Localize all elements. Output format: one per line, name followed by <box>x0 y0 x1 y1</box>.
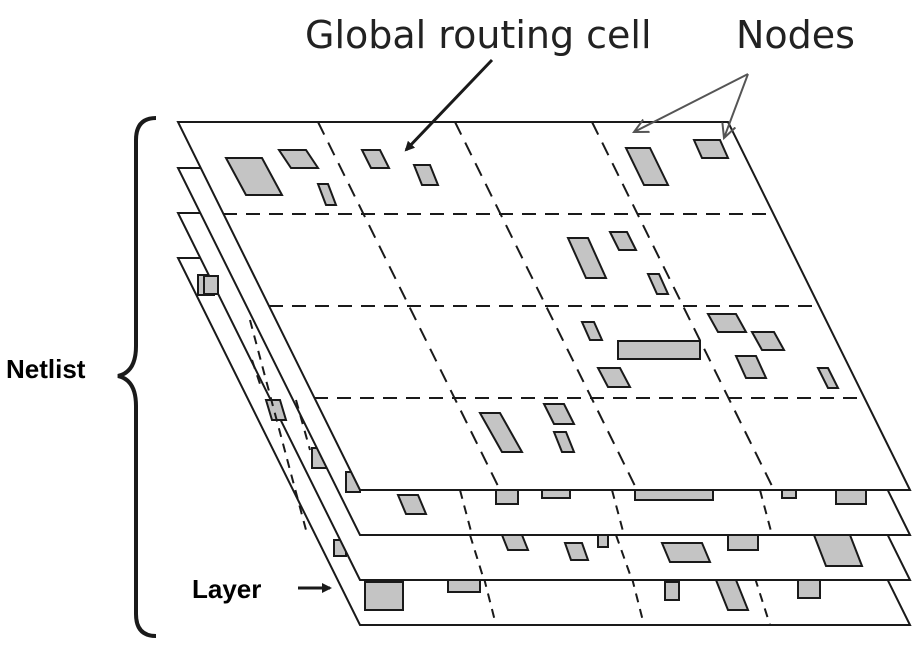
node <box>660 542 712 563</box>
layer-label: Layer <box>192 574 261 604</box>
node <box>608 231 638 251</box>
node <box>563 542 590 561</box>
node <box>664 581 680 601</box>
node <box>552 431 576 453</box>
node <box>692 139 730 159</box>
node <box>624 147 670 186</box>
node <box>316 183 338 206</box>
node <box>734 355 768 379</box>
node <box>580 321 604 341</box>
node <box>835 489 867 505</box>
global-routing-cell-label: Global routing cell <box>305 13 652 57</box>
node <box>542 403 576 425</box>
node <box>541 489 571 499</box>
node <box>706 313 748 333</box>
nodes-arrow <box>724 73 749 138</box>
node <box>750 331 786 351</box>
layer-1 <box>176 121 912 491</box>
nodes-arrow <box>634 73 749 132</box>
node <box>203 275 219 295</box>
node <box>596 367 632 388</box>
node <box>495 489 519 505</box>
netlist-brace <box>117 116 157 638</box>
node <box>364 581 404 611</box>
node <box>360 149 391 169</box>
node <box>412 164 440 186</box>
node <box>634 489 714 501</box>
node <box>264 399 288 421</box>
global-routing-cell-arrow <box>404 58 494 152</box>
nodes-label: Nodes <box>736 13 855 57</box>
node <box>447 579 481 593</box>
node <box>617 340 701 360</box>
node <box>478 412 524 453</box>
node <box>646 273 670 295</box>
node <box>396 494 428 515</box>
netlist-label: Netlist <box>6 354 86 384</box>
node <box>816 367 840 389</box>
node <box>277 149 320 169</box>
node <box>224 157 284 196</box>
node <box>781 489 797 499</box>
node <box>797 579 821 599</box>
node <box>566 237 608 279</box>
